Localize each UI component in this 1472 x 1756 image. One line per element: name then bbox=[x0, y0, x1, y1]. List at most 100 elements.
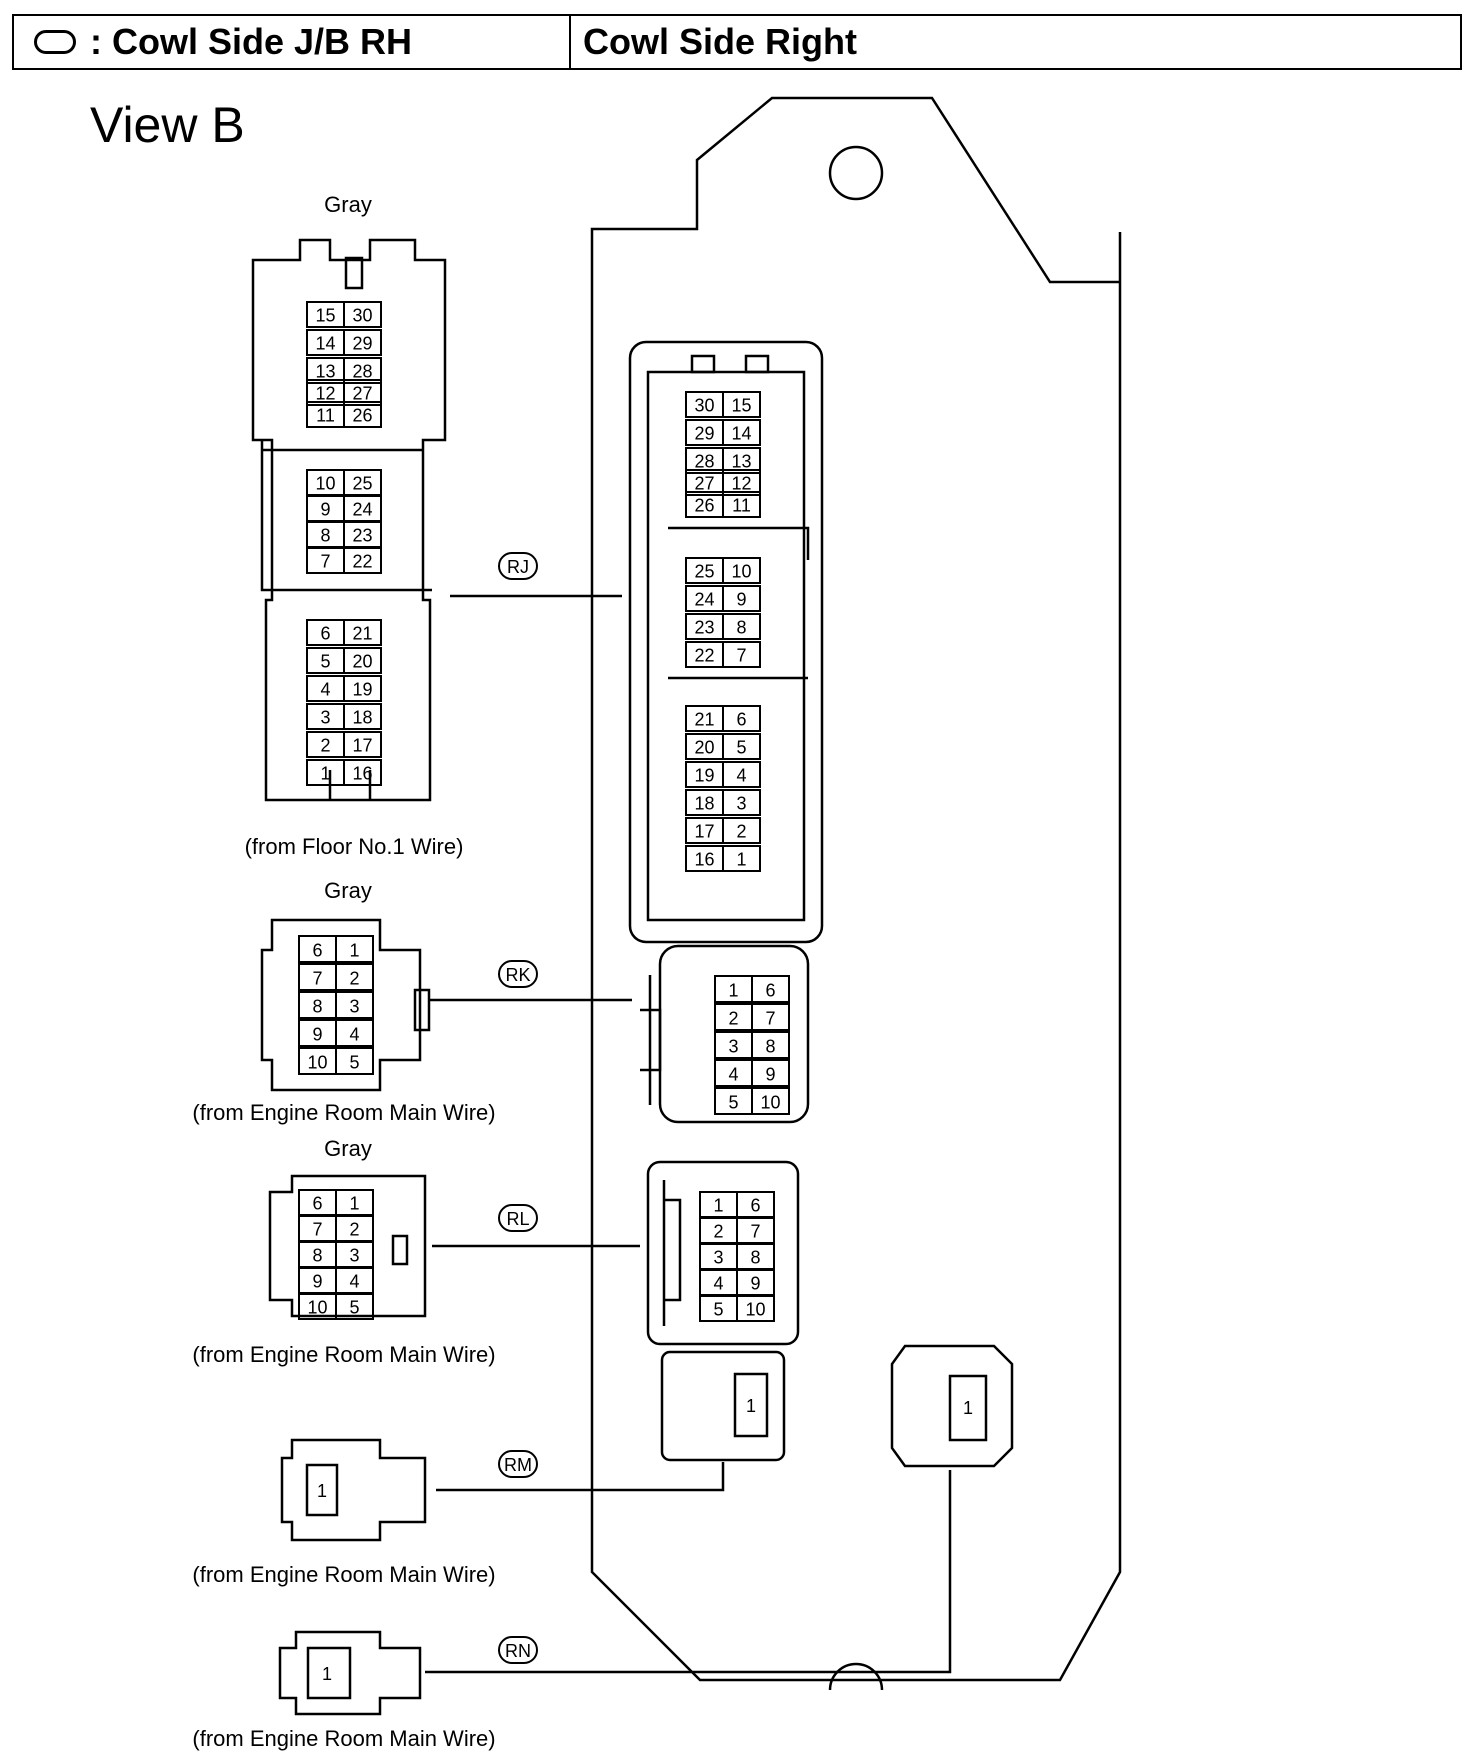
rl-jb-pin-number: 9 bbox=[750, 1274, 760, 1294]
connector-tag-rj: RJ bbox=[498, 552, 538, 580]
connector-tag-code: RN bbox=[505, 1641, 531, 1661]
rj-harness-pin-number: 15 bbox=[315, 306, 335, 326]
rj-harness-pin-cell bbox=[343, 379, 382, 406]
rj-harness-pin-cell bbox=[343, 647, 382, 674]
rk-jb-inner bbox=[640, 975, 662, 1105]
rl-jb-pin-number: 10 bbox=[745, 1300, 765, 1320]
header-bar: : Cowl Side J/B RH Cowl Side Right bbox=[12, 14, 1462, 70]
rj-jb-key-1 bbox=[690, 354, 716, 374]
rl-jb-pin-number: 6 bbox=[750, 1196, 760, 1216]
rj-jb-pin-cell bbox=[722, 557, 761, 584]
rj-harness-pin-cell bbox=[343, 401, 382, 428]
rk-harness-pin-number: 10 bbox=[307, 1052, 327, 1072]
rj-harness-pin-cell bbox=[343, 703, 382, 730]
rj-harness-pin-number: 2 bbox=[320, 736, 330, 756]
rk-harness-pin-number: 9 bbox=[312, 1024, 322, 1044]
rj-harness-pin-number: 8 bbox=[320, 526, 330, 546]
rn-jb-pin-number: 1 bbox=[963, 1398, 973, 1418]
rj-harness-pin-number: 5 bbox=[320, 652, 330, 672]
rj-harness-pin-number: 29 bbox=[352, 334, 372, 354]
rl-jb-pin-number: 5 bbox=[713, 1300, 723, 1320]
connector-tag-oval bbox=[498, 1636, 538, 1664]
rk-jb-pin-number: 9 bbox=[765, 1064, 775, 1084]
rj-jb-pin-number: 15 bbox=[731, 396, 751, 416]
rj-jb-pin-cell bbox=[722, 761, 761, 788]
rm-harness-pin-number: 1 bbox=[317, 1481, 327, 1501]
rj-jb-pin-number: 22 bbox=[694, 646, 714, 666]
rj-jb-socket bbox=[628, 340, 824, 944]
rj-jb-pin-number: 24 bbox=[694, 590, 714, 610]
rl-jb-inner bbox=[662, 1180, 682, 1326]
mounting-hole-top bbox=[828, 145, 884, 201]
rk-jb-pin-cell bbox=[751, 1059, 790, 1087]
rk-jb-pin-cell bbox=[751, 1031, 790, 1059]
rl-harness-pin-number: 4 bbox=[349, 1272, 359, 1292]
rj-jb-inner bbox=[646, 370, 806, 922]
rj-harness-pin-number: 7 bbox=[320, 552, 330, 572]
connector-tag-rk: RK bbox=[498, 960, 538, 988]
rj-harness-pin-cell bbox=[343, 329, 382, 356]
rj-jb-pin-number: 16 bbox=[694, 850, 714, 870]
rj-jb-pin-number: 9 bbox=[736, 590, 746, 610]
rk-jb-pin-number: 3 bbox=[728, 1036, 738, 1056]
rk-jb-pin-number: 2 bbox=[728, 1008, 738, 1028]
rj-harness-pin-number: 22 bbox=[352, 552, 372, 572]
oval-icon bbox=[34, 30, 76, 54]
rj-harness-pin-number: 13 bbox=[315, 362, 335, 382]
connector-tag-oval bbox=[498, 1204, 538, 1232]
rj-jb-pin-number: 5 bbox=[736, 738, 746, 758]
rj-jb-pin-cell bbox=[722, 447, 761, 474]
rj-jb-pin-number: 11 bbox=[732, 496, 751, 516]
rj-harness-pin-number: 30 bbox=[352, 306, 372, 326]
rl-harness-latch bbox=[391, 1234, 409, 1266]
rk-harness-pin-cell bbox=[335, 963, 374, 991]
rj-harness-pin-number: 24 bbox=[352, 500, 372, 520]
rj-jb-pin-cell bbox=[722, 641, 761, 668]
rj-harness-pin-cell bbox=[343, 301, 382, 328]
connector-tag-code: RJ bbox=[507, 557, 529, 577]
rj-jb-pin-cell bbox=[722, 789, 761, 816]
rj-jb-pin-cell bbox=[722, 845, 761, 872]
rj-jb-pin-number: 6 bbox=[736, 710, 746, 730]
rk-jb-pin-number: 10 bbox=[760, 1092, 780, 1112]
rk-harness-pin-number: 2 bbox=[349, 968, 359, 988]
rj-harness-pin-number: 27 bbox=[352, 384, 372, 404]
position-label: Cowl Side Right bbox=[583, 21, 857, 62]
connector-tag-code: RM bbox=[504, 1455, 532, 1475]
rj-jb-pin-number: 19 bbox=[694, 766, 714, 786]
rj-jb-pin-number: 12 bbox=[731, 474, 751, 494]
rj-jb-pin-cell bbox=[722, 585, 761, 612]
rm-leader bbox=[436, 1462, 725, 1492]
rm-jb-pin-number: 1 bbox=[746, 1396, 756, 1416]
rj-jb-pin-cell bbox=[722, 733, 761, 760]
rj-jb-pin-number: 18 bbox=[694, 794, 714, 814]
connector-tag-oval bbox=[498, 552, 538, 580]
rj-harness-pin-number: 21 bbox=[352, 624, 372, 644]
rj-harness-pin-number: 25 bbox=[352, 474, 372, 494]
connector-tag-oval bbox=[498, 960, 538, 988]
connector-tag-oval bbox=[498, 1450, 538, 1478]
rl-jb-pin-number: 1 bbox=[713, 1196, 723, 1216]
rj-harness-pin-number: 28 bbox=[352, 362, 372, 382]
rj-jb-pin-number: 28 bbox=[694, 452, 714, 472]
rj-harness-pin-number: 4 bbox=[320, 680, 330, 700]
rj-harness-body bbox=[251, 238, 447, 802]
connector-tag-code: RK bbox=[505, 965, 530, 985]
rk-jb-pin-number: 8 bbox=[765, 1036, 775, 1056]
rj-harness-pin-number: 17 bbox=[352, 736, 372, 756]
rk-harness-pin-number: 5 bbox=[349, 1052, 359, 1072]
rl-harness-pin-cell bbox=[335, 1293, 374, 1320]
rj-harness-divider-1 bbox=[260, 440, 432, 592]
rl-harness-pin-number: 9 bbox=[312, 1272, 322, 1292]
rj-harness-pin-cell bbox=[343, 731, 382, 758]
rj-harness-pin-number: 19 bbox=[352, 680, 372, 700]
rj-jb-pin-number: 4 bbox=[736, 766, 746, 786]
rl-jb-pin-number: 7 bbox=[750, 1222, 760, 1242]
rl-harness-pin-number: 1 bbox=[349, 1194, 359, 1214]
rl-harness-pin-number: 10 bbox=[307, 1298, 327, 1318]
